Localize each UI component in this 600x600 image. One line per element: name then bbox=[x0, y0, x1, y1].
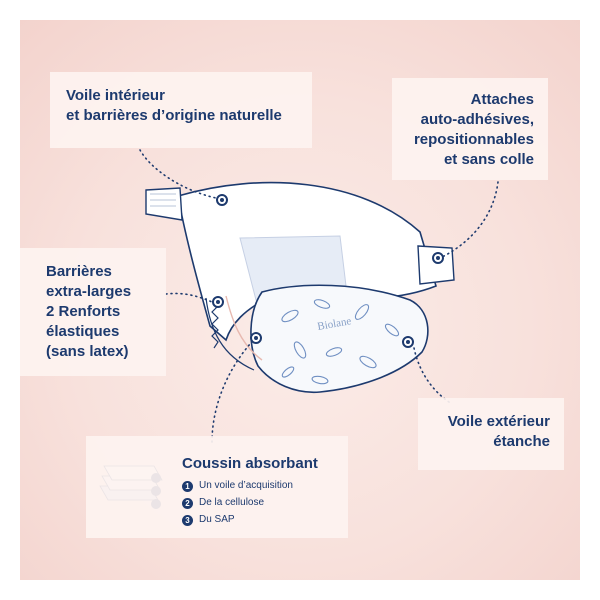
item-label: De la cellulose bbox=[199, 497, 265, 508]
label-fasteners: Attaches auto-adhésives, repositionnable… bbox=[392, 78, 548, 180]
label-line: auto-adhésives, bbox=[420, 111, 534, 128]
label-line: repositionnables bbox=[413, 131, 534, 148]
label-line: Voile extérieur bbox=[447, 413, 550, 430]
number-badge: 2 bbox=[182, 497, 193, 509]
label-line: Voile intérieur bbox=[66, 87, 165, 104]
right-tab bbox=[417, 245, 455, 285]
label-line: (sans latex) bbox=[46, 343, 129, 360]
absorbent-pad-item: 1 Un voile d’acquisition bbox=[182, 476, 293, 496]
diaper-front bbox=[250, 284, 429, 394]
label-line: et sans colle bbox=[443, 151, 534, 168]
number-badge: 1 bbox=[182, 480, 193, 492]
label-absorbent-pad: Coussin absorbant 1 Un voile d’acquisiti… bbox=[86, 436, 348, 538]
label-line: Barrières bbox=[46, 263, 112, 280]
marker-centers bbox=[216, 198, 440, 344]
label-line: élastiques bbox=[46, 323, 120, 340]
item-label: Du SAP bbox=[199, 514, 235, 525]
absorbent-pad-title: Coussin absorbant bbox=[182, 455, 318, 472]
leaf-pattern bbox=[281, 299, 400, 385]
item-label: Un voile d’acquisition bbox=[199, 480, 293, 491]
leader-lines bbox=[139, 149, 499, 443]
absorbent-pad-item: 2 De la cellulose bbox=[182, 493, 264, 513]
label-line: étanche bbox=[493, 433, 550, 450]
number-badge: 3 bbox=[182, 514, 193, 526]
label-outer-veil: Voile extérieur étanche bbox=[418, 398, 564, 470]
label-barriers: Barrières extra-larges 2 Renforts élasti… bbox=[20, 248, 166, 376]
label-line: Attaches bbox=[470, 91, 534, 108]
brand-logo: Biolane bbox=[316, 315, 352, 333]
label-line: 2 Renforts bbox=[46, 303, 121, 320]
left-tab bbox=[145, 187, 183, 221]
label-inner-veil: Voile intérieur et barrières d’origine n… bbox=[50, 72, 312, 148]
label-line: extra-larges bbox=[46, 283, 132, 300]
absorbent-pad-item: 3 Du SAP bbox=[182, 510, 235, 530]
label-line: et barrières d’origine naturelle bbox=[66, 107, 282, 124]
